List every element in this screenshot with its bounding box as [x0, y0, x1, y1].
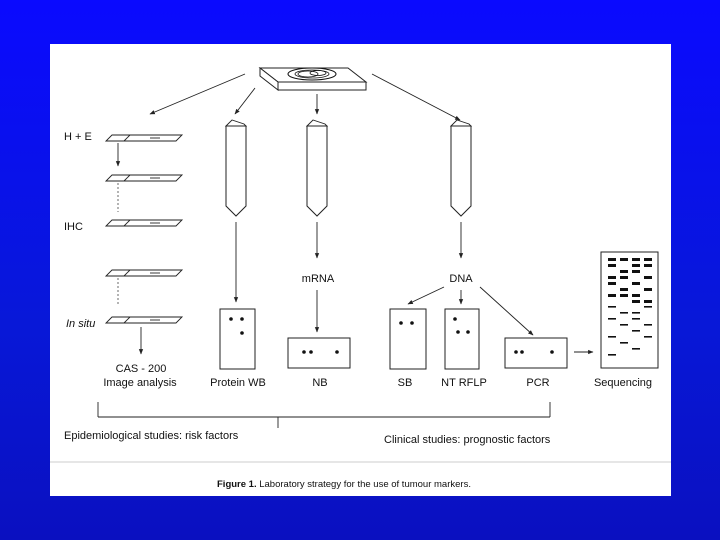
- sequencing-gel: [600, 251, 659, 369]
- gel-band: [620, 276, 628, 279]
- gel-band: [632, 294, 640, 297]
- gel-band: [620, 270, 628, 273]
- nb-label: NB: [312, 377, 327, 389]
- image-analysis-label: Image analysis: [103, 377, 177, 389]
- study-brackets: [97, 402, 551, 428]
- nt-rflp-blot: [444, 308, 480, 370]
- slide-insitu: [104, 316, 184, 324]
- gel-band: [632, 258, 640, 261]
- gel-band: [608, 354, 616, 356]
- gel-band: [632, 300, 640, 303]
- gel-band: [644, 336, 652, 338]
- gel-band: [608, 282, 616, 285]
- cas-label: CAS - 200: [116, 363, 167, 375]
- gel-band: [608, 318, 616, 320]
- nt-rflp-label: NT RFLP: [441, 377, 487, 389]
- gel-band: [608, 336, 616, 338]
- block-arrows: [149, 73, 461, 121]
- laboratory-strategy-diagram: H + E IHC In situ CAS - 200 Image analys…: [50, 66, 671, 490]
- gel-band: [608, 306, 616, 308]
- caption-bold: Figure 1.: [217, 479, 257, 490]
- protein-wb-label: Protein WB: [210, 377, 266, 389]
- sb-label: SB: [398, 377, 413, 389]
- sequencing-label: Sequencing: [594, 377, 652, 389]
- tube-rna: [305, 119, 329, 259]
- gel-band: [644, 276, 652, 279]
- gel-band: [632, 312, 640, 314]
- he-label: H + E: [64, 131, 92, 143]
- gel-band: [632, 318, 640, 320]
- gel-band: [608, 294, 616, 297]
- caption-text: Laboratory strategy for the use of tumou…: [257, 479, 471, 490]
- insitu-label: In situ: [66, 318, 95, 330]
- gel-band: [644, 264, 652, 267]
- ihc-label: IHC: [64, 221, 83, 233]
- figure-caption: Figure 1. Laboratory strategy for the us…: [217, 479, 471, 490]
- gel-band: [632, 330, 640, 332]
- gel-band: [644, 306, 652, 308]
- gel-band: [608, 276, 616, 279]
- gel-band: [644, 288, 652, 291]
- slide-he: [104, 134, 184, 142]
- gel-band: [632, 270, 640, 273]
- figure-panel: H + E IHC In situ CAS - 200 Image analys…: [50, 44, 671, 496]
- tube-protein: [224, 119, 248, 303]
- epidemiological-label: Epidemiological studies: risk factors: [64, 430, 239, 442]
- pcr-label: PCR: [526, 377, 549, 389]
- mrna-label: mRNA: [302, 273, 335, 285]
- slide-stack: H + E IHC In situ CAS - 200 Image analys…: [64, 131, 184, 389]
- gel-band: [644, 300, 652, 303]
- nb-blot: [287, 337, 351, 369]
- protein-wb-blot: [219, 308, 256, 370]
- gel-band: [620, 324, 628, 326]
- slide-4: [104, 269, 184, 277]
- gel-band: [620, 312, 628, 314]
- gel-band: [620, 294, 628, 297]
- slide-2: [104, 174, 184, 182]
- clinical-label: Clinical studies: prognostic factors: [384, 434, 551, 446]
- gel-band: [632, 282, 640, 285]
- gel-band: [620, 288, 628, 291]
- pcr-blot: [504, 337, 568, 369]
- gel-band: [632, 264, 640, 267]
- gel-band: [632, 348, 640, 350]
- gel-band: [644, 324, 652, 326]
- gel-band: [620, 258, 628, 261]
- gel-band: [608, 264, 616, 267]
- slide-ihc: [104, 219, 184, 227]
- tube-dna: [449, 119, 473, 259]
- tissue-block: [258, 66, 368, 92]
- gel-band: [608, 258, 616, 261]
- gel-band: [644, 258, 652, 261]
- sb-blot: [389, 308, 427, 370]
- dna-label: DNA: [449, 273, 473, 285]
- gel-band: [620, 342, 628, 344]
